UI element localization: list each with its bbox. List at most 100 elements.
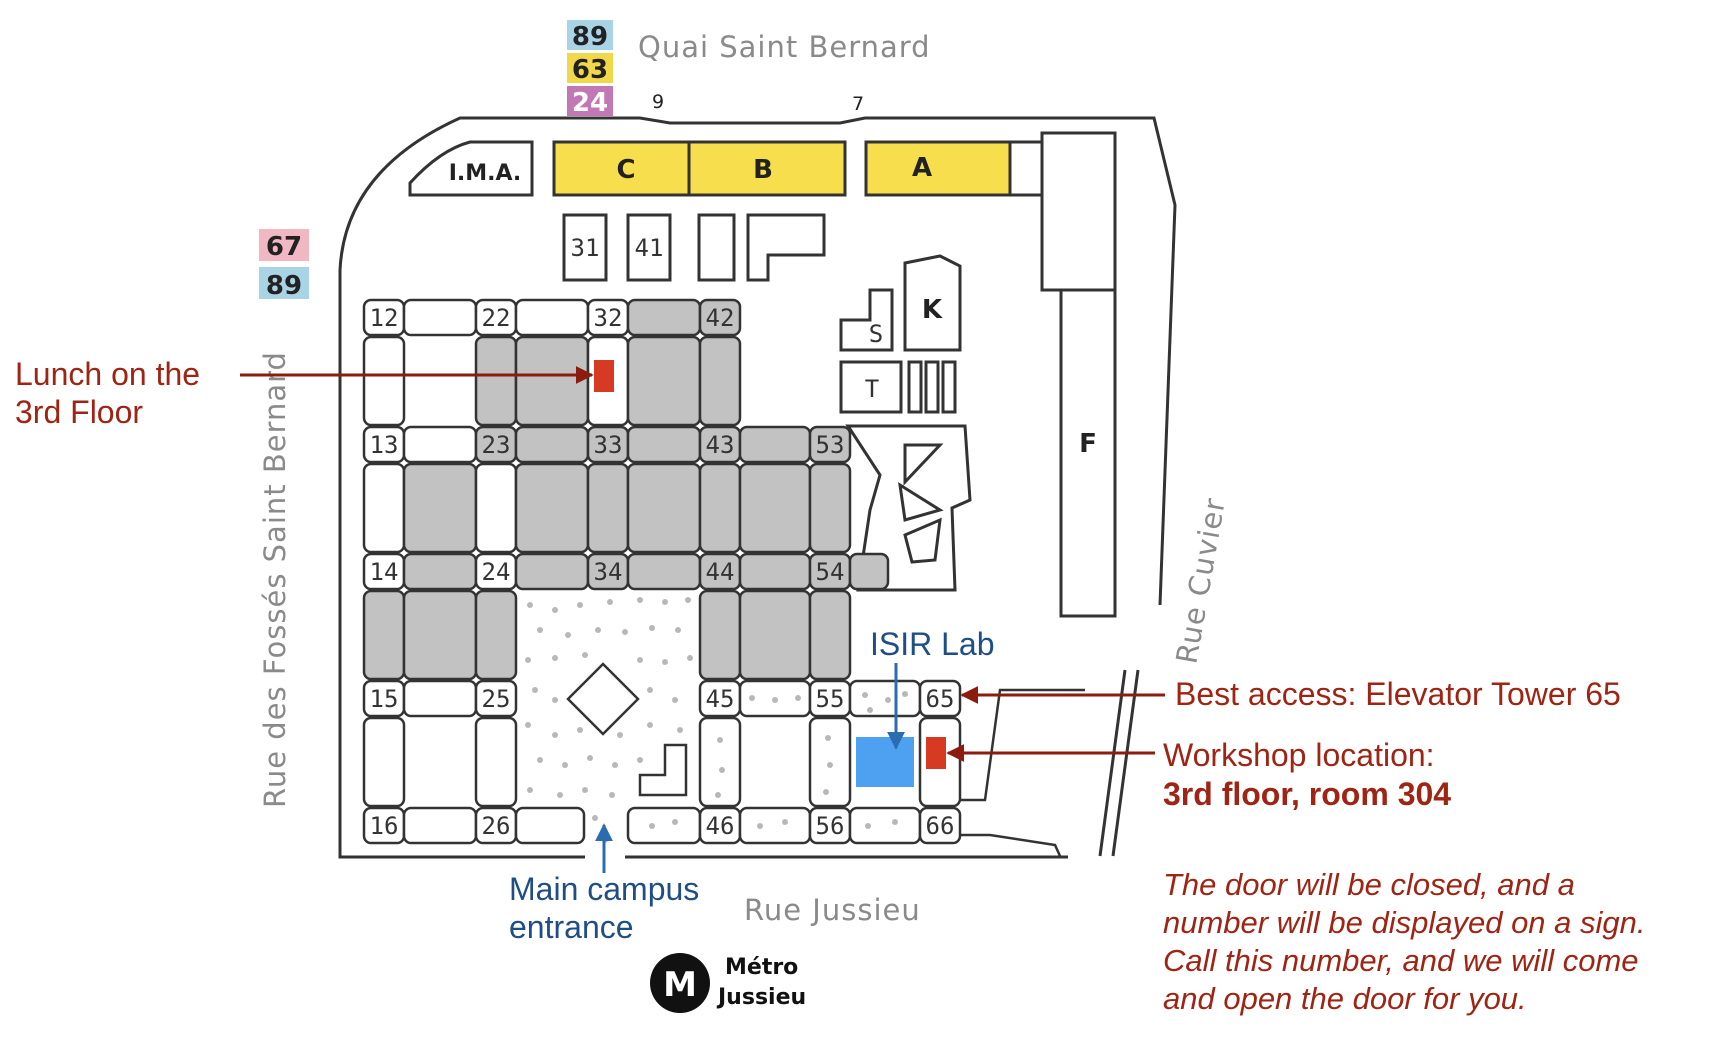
bus-number: 24 — [572, 88, 608, 118]
street-rue-cuvier: Rue Cuvier — [1169, 495, 1232, 666]
plaza-l-shape — [638, 743, 688, 797]
tower-label-32: 32 — [594, 304, 623, 332]
wing — [402, 552, 478, 591]
tower-53 — [808, 425, 852, 464]
wing — [514, 552, 590, 591]
wing — [808, 589, 852, 681]
building-t — [839, 360, 903, 414]
building-b-label: B — [753, 155, 773, 185]
metro-label-line1: Métro — [725, 955, 798, 980]
street-outlines — [338, 116, 1177, 859]
tower-label-16: 16 — [370, 812, 399, 840]
building-31 — [562, 213, 608, 282]
building-c-label: C — [616, 155, 635, 185]
wing — [362, 335, 406, 427]
building-41-label: 41 — [635, 234, 664, 262]
building-l-shape — [746, 213, 826, 282]
building-t-strip-2 — [924, 360, 940, 414]
lunch-marker — [594, 360, 614, 392]
address-number-9: 9 — [652, 91, 664, 113]
bus-badge-24 — [567, 86, 613, 116]
wing — [362, 589, 406, 681]
wing — [626, 806, 702, 845]
wing — [402, 298, 478, 337]
street-rue-des-fosses-saint-bernard: Rue des Fossés Saint Bernard — [258, 351, 292, 808]
bus-number: 89 — [572, 22, 608, 52]
wing — [738, 552, 812, 591]
tower-66 — [918, 806, 962, 845]
bus-badge-67 — [259, 229, 309, 261]
bus-lines-west: 67 89 — [259, 229, 309, 301]
building-small-a — [697, 213, 736, 282]
bus-number: 89 — [266, 271, 302, 301]
tower-label-33: 33 — [594, 431, 623, 459]
tower-label-54: 54 — [816, 558, 845, 586]
tower-label-45: 45 — [706, 685, 735, 713]
building-k-label: K — [922, 295, 943, 325]
lunch-label-line2: 3rd Floor — [15, 394, 143, 430]
tower-label-26: 26 — [482, 812, 511, 840]
building-a — [864, 140, 1012, 197]
building-ima — [408, 140, 534, 197]
annex-lines — [960, 688, 1085, 802]
bus-badge-89-north — [567, 20, 613, 50]
tower-label-24: 24 — [482, 558, 511, 586]
wing — [362, 716, 406, 808]
tower-label-46: 46 — [706, 812, 735, 840]
tower-label-12: 12 — [370, 304, 399, 332]
street-rue-jussieu: Rue Jussieu — [744, 893, 921, 927]
wing — [362, 462, 406, 554]
door-note-line3: Call this number, and we will come — [1163, 943, 1639, 978]
tower-label-53: 53 — [816, 431, 845, 459]
building-c — [552, 140, 691, 197]
tower-label-34: 34 — [594, 558, 623, 586]
building-small-right — [1008, 140, 1044, 197]
bus-number: 67 — [266, 232, 302, 262]
entrance-label-line2: entrance — [509, 909, 634, 945]
best-access-label: Best access: Elevator Tower 65 — [1175, 676, 1621, 712]
wing — [698, 335, 742, 427]
door-note-line1: The door will be closed, and a — [1163, 867, 1575, 902]
door-note-line2: number will be displayed on a sign. — [1163, 905, 1646, 940]
tower-labels: 12 22 32 42 13 23 33 43 53 14 24 34 44 5… — [370, 304, 955, 840]
wing — [738, 462, 812, 554]
workshop-label-line2: 3rd floor, room 304 — [1163, 776, 1451, 812]
bus-badge-63 — [567, 53, 613, 83]
tower-label-14: 14 — [370, 558, 399, 586]
atrium-triangle-1 — [903, 443, 944, 486]
plaza-dots — [525, 597, 908, 843]
building-s — [839, 288, 894, 352]
workshop-marker — [926, 737, 946, 769]
bus-lines-north: 89 63 24 — [567, 20, 613, 118]
wing — [514, 425, 590, 464]
bus-badge-89-west — [259, 267, 309, 299]
tower-label-23: 23 — [482, 431, 511, 459]
tower-label-13: 13 — [370, 431, 399, 459]
building-a-label: A — [912, 153, 932, 183]
building-f-label: F — [1079, 429, 1097, 459]
wing — [474, 462, 518, 554]
wing — [808, 462, 852, 554]
wing — [626, 335, 702, 427]
tower-65 — [918, 679, 962, 718]
wing — [738, 806, 812, 845]
wing — [474, 589, 518, 681]
wing — [626, 425, 702, 464]
wing — [626, 298, 702, 337]
door-note-line4: and open the door for you. — [1163, 981, 1527, 1016]
bus-number: 63 — [572, 55, 608, 85]
wing — [514, 806, 586, 845]
tower-label-42: 42 — [706, 304, 735, 332]
building-tall-f-top — [1040, 131, 1117, 292]
building-f — [1059, 288, 1117, 618]
wing — [626, 552, 702, 591]
wing — [738, 425, 812, 464]
metro-label-line2: Jussieu — [716, 985, 806, 1010]
tower-label-66: 66 — [926, 812, 955, 840]
street-quai-saint-bernard: Quai Saint Bernard — [638, 30, 931, 64]
wing — [402, 679, 478, 718]
isir-lab-marker — [856, 737, 914, 787]
entrance-label-line1: Main campus — [509, 871, 699, 907]
tower-label-25: 25 — [482, 685, 511, 713]
